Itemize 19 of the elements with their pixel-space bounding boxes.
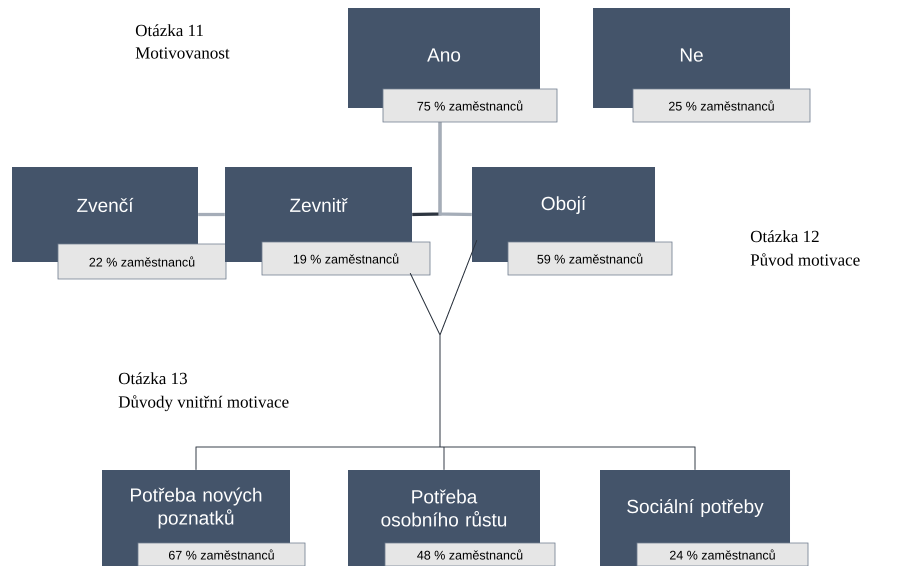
- node-label: 22 % zaměstnanců: [89, 256, 194, 267]
- connector-line: [440, 240, 696, 470]
- question-label: Motivovanost: [136, 47, 230, 59]
- org-box: Potřeba osobního růstu 48 % zaměstnanců: [348, 470, 556, 566]
- question-label: Původ motivace: [750, 253, 860, 266]
- org-box: Potřeba nových poznatků 67 % zaměstnanců: [102, 470, 306, 566]
- org-box: Ne 25 % zaměstnanců: [593, 8, 810, 122]
- question-label: Otázka 12: [750, 230, 819, 242]
- connector-line: [198, 212, 225, 216]
- org-box: Zevnitř 19 % zaměstnanců: [225, 167, 430, 276]
- question-label: Důvody vnitřní motivace: [118, 395, 289, 412]
- question-label: Otázka 11: [136, 24, 203, 36]
- node-label: Zvenčí: [77, 198, 134, 212]
- question-label: Otázka 13: [118, 372, 187, 384]
- org-box: Ano 75 % zaměstnanců: [348, 8, 558, 122]
- connector-line: [438, 122, 472, 216]
- org-box: Zvenčí 22 % zaměstnanců: [12, 167, 226, 280]
- org-box: Sociální potřeby 24 % zaměstnanců: [600, 470, 808, 566]
- org-box: Obojí 59 % zaměstnanců: [472, 167, 672, 276]
